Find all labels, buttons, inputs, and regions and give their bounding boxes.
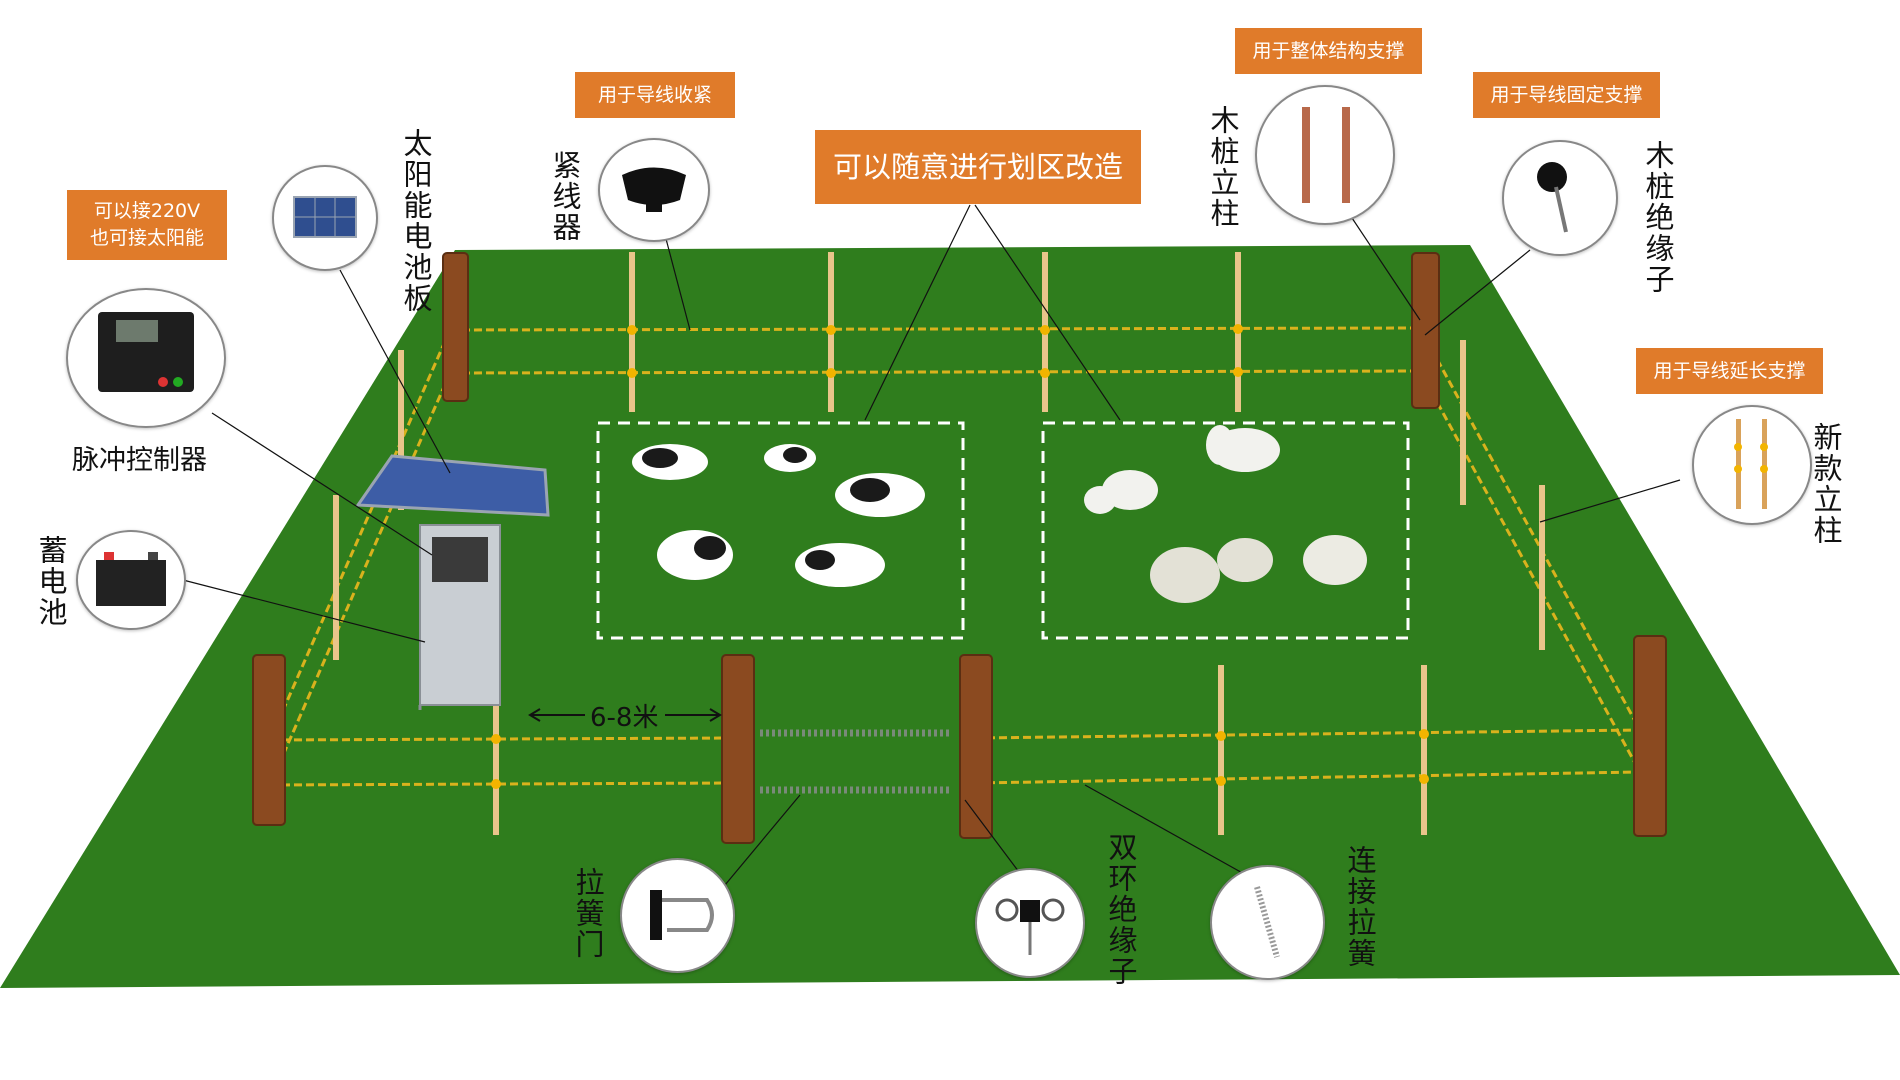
double-ring-circle	[975, 868, 1085, 978]
label-new-post: 新款立柱	[1809, 422, 1843, 546]
right-fence-wires	[1418, 327, 1642, 773]
leader-lines	[182, 204, 1681, 886]
callout-power-line1: 可以接220V	[93, 200, 201, 222]
tightener-icon	[622, 167, 686, 212]
label-solar-panel: 太阳能电池板	[399, 128, 433, 314]
label-double-ring-insulator: 双环绝缘子	[1104, 832, 1138, 987]
front-fence-wires	[269, 728, 1641, 787]
cattle-zone	[596, 421, 965, 640]
callout-wire-extend: 用于导线延长支撑	[1636, 348, 1823, 394]
callout-cable-tighten: 用于导线收紧	[575, 72, 735, 118]
sheep-zone	[1041, 421, 1410, 640]
new-post-circle	[1692, 405, 1812, 525]
label-distance: 6-8米	[590, 703, 659, 733]
controller-circle	[66, 288, 226, 428]
wood-post-circle	[1255, 85, 1395, 225]
callout-structure-support: 用于整体结构支撑	[1235, 28, 1422, 74]
insulator-icon	[1537, 162, 1568, 233]
connecting-spring-circle	[1210, 865, 1325, 980]
gate-springs	[760, 729, 952, 794]
battery-circle	[76, 530, 186, 630]
label-wood-insulator: 木桩绝缘子	[1641, 140, 1675, 295]
spring-gate-icon	[650, 890, 714, 940]
spring-gate-circle	[620, 858, 735, 973]
front-thin-poles	[493, 665, 1427, 835]
sheep-group	[1084, 425, 1367, 603]
grass-field	[0, 245, 1900, 988]
callout-power-line2: 也可接太阳能	[89, 227, 204, 249]
back-fence-wires	[449, 326, 1421, 375]
distance-arrow	[528, 708, 722, 722]
callout-wire-fix: 用于导线固定支撑	[1473, 72, 1660, 118]
double-ring-icon	[995, 898, 1065, 955]
insulator-dots	[491, 324, 1429, 789]
cattle-group	[632, 444, 925, 587]
left-fence-wires	[268, 329, 452, 786]
label-connecting-spring: 连接拉簧	[1343, 845, 1377, 969]
wood-posts	[252, 252, 1667, 844]
battery-icon	[96, 552, 166, 606]
tightener-circle	[598, 138, 710, 242]
label-wood-post: 木桩立柱	[1206, 105, 1240, 229]
callout-partition: 可以随意进行划区改造	[815, 130, 1141, 204]
controller-housing	[355, 454, 550, 710]
solar-panel-icon	[293, 196, 357, 238]
label-pulse-controller: 脉冲控制器	[72, 445, 207, 476]
callout-power: 可以接220V 也可接太阳能	[67, 190, 227, 260]
label-battery: 蓄电池	[34, 535, 68, 628]
wood-insulator-circle	[1502, 140, 1618, 256]
label-spring-gate: 拉簧门	[571, 867, 605, 960]
spring-icon	[1254, 886, 1280, 958]
solar-panel-on-site	[355, 454, 550, 517]
post-pair-icon	[1302, 107, 1350, 203]
new-post-icon	[1734, 419, 1768, 509]
label-tightener: 紧线器	[548, 150, 582, 243]
controller-icon	[98, 312, 194, 392]
solar-panel-circle	[272, 165, 378, 271]
